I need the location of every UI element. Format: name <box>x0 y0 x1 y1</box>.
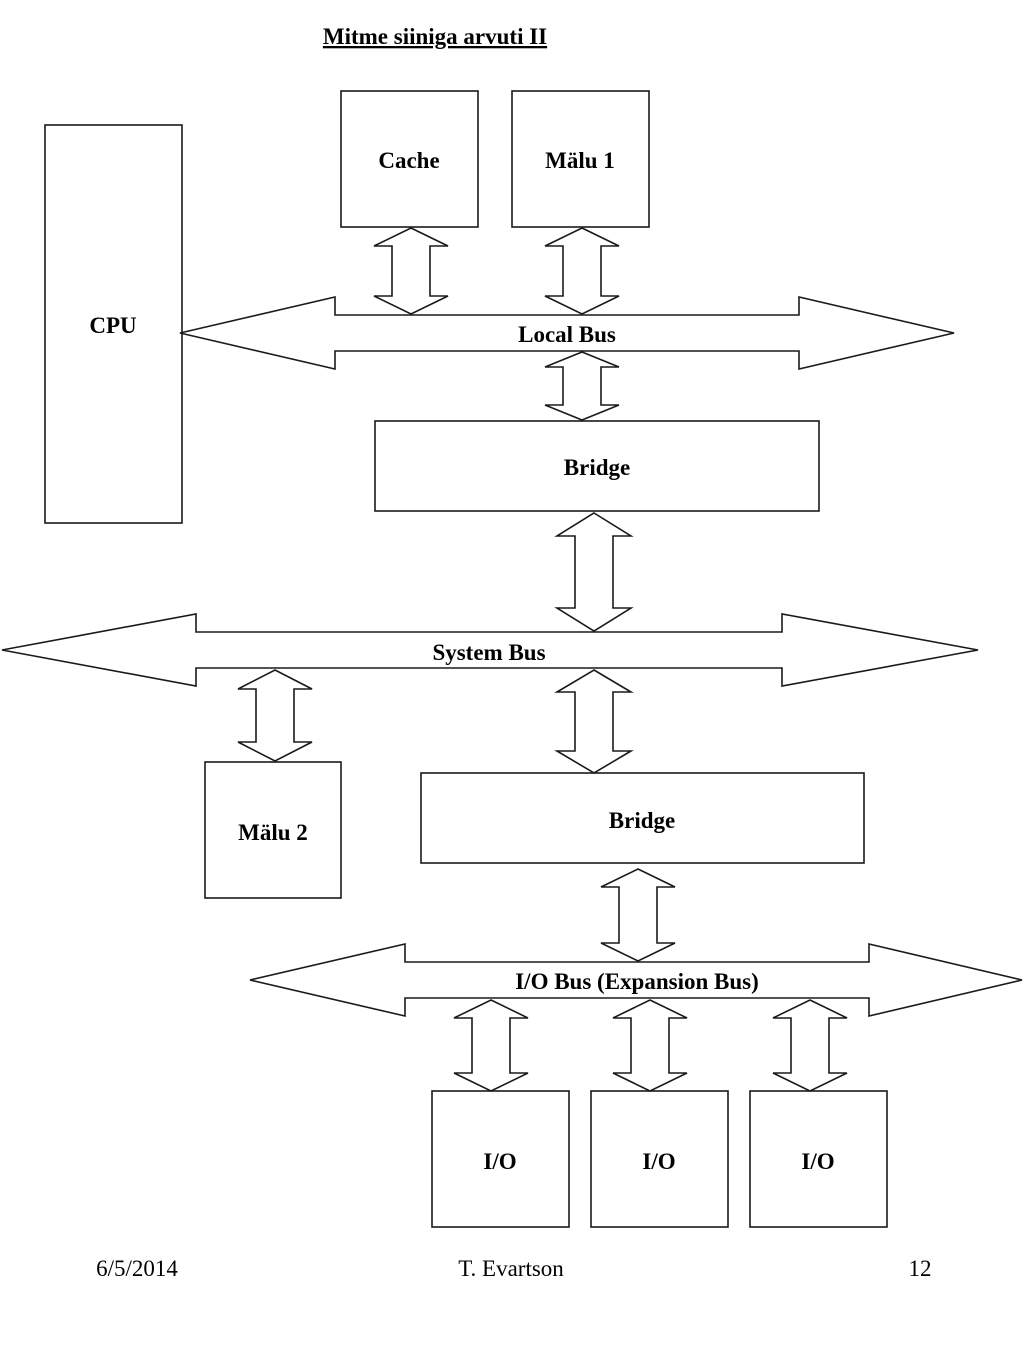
system-bus-memory2-arrow <box>237 669 313 762</box>
io-bus-label: I/O Bus (Expansion Bus) <box>515 969 759 994</box>
bridge1-box: Bridge <box>374 420 820 512</box>
io-bus-io3-arrow <box>772 999 848 1092</box>
bridge2-io-bus-arrow <box>600 868 676 962</box>
system-bus: System Bus <box>1 613 979 687</box>
system-bus-bridge2-arrow <box>554 669 634 774</box>
memory2-box: Mälu 2 <box>204 761 342 899</box>
memory2-label: Mälu 2 <box>238 820 308 845</box>
io3-box: I/O <box>749 1090 888 1228</box>
cpu-box: CPU <box>44 124 183 524</box>
bridge1-system-bus-arrow <box>554 512 634 632</box>
footer-date: 6/5/2014 <box>96 1256 178 1281</box>
local-bus-bridge1-arrow <box>544 351 620 421</box>
cache-label: Cache <box>378 148 439 173</box>
local-bus-label: Local Bus <box>518 322 616 347</box>
footer-author: T. Evartson <box>458 1256 564 1281</box>
bridge1-label: Bridge <box>564 455 630 480</box>
cpu-label: CPU <box>89 313 137 338</box>
io-bus: I/O Bus (Expansion Bus) <box>249 942 1023 1018</box>
bridge2-label: Bridge <box>609 808 675 833</box>
memory1-box: Mälu 1 <box>511 90 650 228</box>
io1-box: I/O <box>431 1090 570 1228</box>
cache-box: Cache <box>340 90 479 228</box>
bridge2-box: Bridge <box>420 772 865 864</box>
io-bus-io1-arrow <box>453 999 529 1092</box>
cache-local-bus-arrow <box>373 227 449 315</box>
io1-label: I/O <box>483 1149 516 1174</box>
memory1-local-bus-arrow <box>544 227 620 315</box>
io3-label: I/O <box>801 1149 834 1174</box>
memory1-label: Mälu 1 <box>545 148 615 173</box>
local-bus: Local Bus <box>179 295 955 371</box>
io-bus-arrow <box>249 942 1023 1018</box>
io2-label: I/O <box>642 1149 675 1174</box>
system-bus-arrow <box>1 613 979 687</box>
io2-box: I/O <box>590 1090 729 1228</box>
footer-page-number: 12 <box>909 1256 932 1281</box>
io-bus-io2-arrow <box>612 999 688 1092</box>
slide-title: Mitme siiniga arvuti II <box>323 24 547 49</box>
system-bus-label: System Bus <box>432 640 545 665</box>
local-bus-arrow <box>179 295 955 371</box>
